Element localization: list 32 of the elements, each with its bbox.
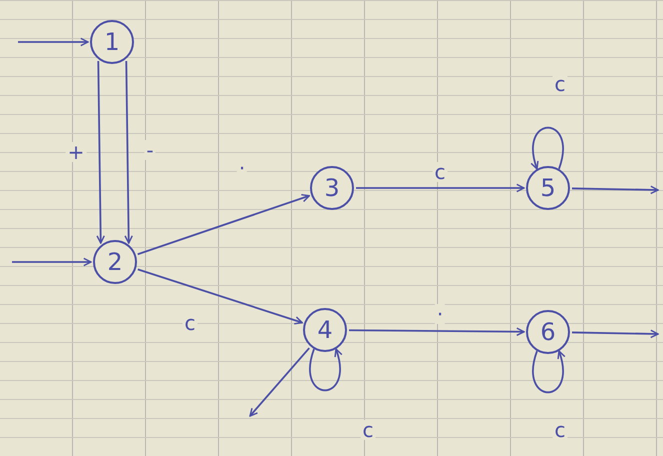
edge-label: +: [66, 142, 86, 162]
arrow: [249, 348, 310, 417]
state-circle: [90, 20, 134, 64]
edge-label: -: [144, 140, 156, 160]
edge-label: c: [432, 162, 448, 182]
arrow: [12, 258, 92, 266]
state-circle: [526, 310, 570, 354]
arrow: [124, 60, 133, 244]
arrow: [349, 327, 525, 336]
state-number: 5: [540, 176, 556, 200]
self-loop-arrow: [309, 348, 342, 392]
state-circle: [93, 240, 137, 284]
state-number: 4: [317, 318, 333, 342]
state-number: 2: [107, 250, 123, 274]
state-number: 1: [104, 30, 120, 54]
arrow: [138, 268, 303, 325]
edge-label: c: [360, 420, 376, 440]
state-number: 6: [540, 320, 556, 344]
arrow: [356, 184, 525, 192]
self-loop-arrow: [530, 126, 564, 170]
arrow: [572, 186, 659, 194]
arrow: [572, 330, 659, 338]
arrow: [18, 38, 89, 46]
edge-label: ·: [434, 304, 446, 324]
state-circle: [303, 308, 347, 352]
self-loop-arrow: [532, 350, 566, 394]
state-circle: [310, 166, 354, 210]
state-number: 3: [324, 176, 340, 200]
edge-label: c: [552, 74, 568, 94]
state-circle: [526, 166, 570, 210]
arrow: [96, 60, 105, 244]
arrow: [137, 194, 310, 256]
